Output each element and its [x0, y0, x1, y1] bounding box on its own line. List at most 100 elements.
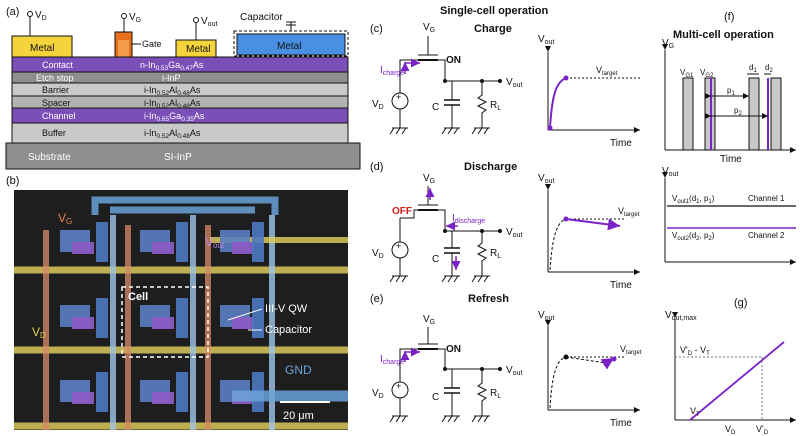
cell-highlight-box: [121, 286, 209, 358]
micro-vout-label: Vout: [205, 235, 225, 250]
panel-g-vmax: (g) Vout,max V'D - VT VT VD V'D: [665, 297, 796, 436]
charge-curve: [549, 77, 567, 129]
svg-text:VG: VG: [423, 173, 435, 185]
svg-text:VD: VD: [35, 10, 47, 22]
svg-text:VD: VD: [725, 424, 736, 436]
svg-text:VG2: VG2: [700, 68, 714, 79]
svg-text:Buffer: Buffer: [42, 128, 66, 138]
svg-text:d2: d2: [765, 63, 773, 74]
discharge-curve: [565, 218, 621, 231]
svg-text:V'D: V'D: [756, 424, 769, 436]
svg-text:Vout: Vout: [506, 365, 522, 377]
svg-text:(d): (d): [370, 161, 383, 173]
svg-text:(f): (f): [724, 11, 734, 23]
vd-lines: [14, 266, 348, 430]
svg-text:i-InP: i-InP: [162, 73, 181, 83]
refresh-resistor-icon: [476, 369, 488, 416]
capacitor-micro-label: Capacitor: [265, 324, 312, 336]
vout-terminal-icon: [193, 17, 199, 23]
svg-text:Vout,max: Vout,max: [665, 310, 697, 322]
layer-substrate: [5, 142, 361, 170]
svg-text:Spacer: Spacer: [42, 98, 71, 108]
gnd-label: GND: [285, 363, 312, 377]
charge-ground-icons: [389, 127, 490, 135]
svg-text:i-In0.52Al0.48As: i-In0.52Al0.48As: [144, 98, 201, 110]
discharge-ground-icons: [389, 275, 490, 283]
svg-text:Metal: Metal: [277, 41, 301, 52]
svg-text:Vout: Vout: [538, 34, 554, 46]
panel-b-micrograph: (b): [6, 175, 348, 430]
svg-text:Icharge: Icharge: [380, 65, 404, 77]
refresh-ground-icons: [389, 415, 490, 423]
svg-text:C: C: [432, 102, 439, 113]
svg-text:Channel: Channel: [42, 111, 76, 121]
svg-text:p1: p1: [727, 86, 735, 97]
vg-terminal-icon: [121, 13, 127, 19]
micro-vd-label: VD: [32, 325, 46, 340]
svg-text:p2: p2: [734, 106, 742, 117]
svg-text:Vout: Vout: [538, 310, 554, 322]
svg-text:d1: d1: [749, 63, 757, 74]
svg-text:C: C: [432, 392, 439, 403]
svg-text:Vout: Vout: [506, 227, 522, 239]
panel-f-multicell: (f) Multi-cell operation VG Time VG1 VG2…: [662, 11, 796, 265]
svg-text:(g): (g): [734, 297, 747, 309]
svg-text:OFF: OFF: [392, 206, 412, 217]
svg-text:Vtarget: Vtarget: [618, 206, 640, 218]
svg-text:Vout: Vout: [506, 77, 522, 89]
svg-text:+: +: [396, 92, 401, 102]
svg-text:Icharge: Icharge: [380, 354, 404, 366]
svg-text:VG1: VG1: [680, 68, 694, 79]
svg-text:Time: Time: [610, 138, 632, 149]
svg-text:Substrate: Substrate: [28, 152, 71, 163]
micro-vg-label: VG: [58, 211, 72, 226]
scale-bar-label: 20 μm: [283, 410, 314, 422]
svg-text:Metal: Metal: [30, 43, 54, 54]
svg-text:VT: VT: [690, 406, 700, 418]
channel-2-label: Channel 2: [748, 231, 785, 240]
capacitor-top-label: Capacitor: [240, 12, 283, 23]
svg-text:RL: RL: [490, 100, 501, 112]
svg-text:VG: VG: [662, 38, 674, 50]
qw-label: III-V QW: [265, 303, 308, 315]
svg-text:+: +: [396, 381, 401, 391]
panel-a-layer-stack: (a) VD VG Vout Capacitor Metal Gate Meta…: [5, 6, 361, 170]
svg-text:Etch stop: Etch stop: [36, 73, 74, 83]
panel-d-discharge: (d) Discharge VG OFF Idischarge Vout + V…: [370, 161, 640, 291]
svg-text:Vout: Vout: [538, 173, 554, 185]
svg-text:(c): (c): [370, 23, 383, 35]
gate-label: Gate: [142, 39, 162, 49]
svg-text:Barrier: Barrier: [42, 85, 69, 95]
refresh-title: Refresh: [468, 293, 509, 305]
svg-text:(e): (e): [370, 293, 383, 305]
charge-title: Charge: [474, 23, 512, 35]
gnd-top-trace: [91, 196, 279, 215]
svg-text:Vout: Vout: [662, 166, 678, 178]
capacitor-dashed-outline: [233, 30, 349, 57]
svg-text:Vtarget: Vtarget: [620, 344, 642, 356]
pulse-bars: [682, 77, 782, 151]
discharge-resistor-icon: [476, 231, 488, 276]
svg-text:ON: ON: [446, 55, 461, 66]
panel-c-charge: (c) Charge VG ON Icharge Vout + VD C RL: [370, 22, 640, 149]
panel-a-label: (a): [6, 6, 19, 18]
svg-text:n-In0.53Ga0.47As: n-In0.53Ga0.47As: [140, 60, 204, 72]
svg-text:Vout1(d1, p1): Vout1(d1, p1): [672, 194, 715, 205]
svg-text:ON: ON: [446, 344, 461, 355]
metal-capacitor-plate: [236, 33, 346, 56]
panel-e-refresh: (e) Refresh VG ON Icharge Vout + VD C RL: [370, 293, 642, 429]
vd-terminal-icon: [27, 11, 33, 17]
svg-text:Time: Time: [720, 154, 742, 165]
svg-text:RL: RL: [490, 388, 501, 400]
discharge-title: Discharge: [464, 161, 517, 173]
charge-resistor-icon: [476, 81, 488, 128]
svg-text:VD: VD: [372, 99, 384, 111]
svg-text:SI-InP: SI-InP: [164, 152, 192, 163]
svg-text:VD: VD: [372, 388, 384, 400]
svg-text:+: +: [396, 241, 401, 251]
vmax-line: [689, 341, 785, 421]
svg-text:Time: Time: [610, 280, 632, 291]
svg-text:Time: Time: [610, 418, 632, 429]
svg-text:Contact: Contact: [42, 60, 74, 70]
